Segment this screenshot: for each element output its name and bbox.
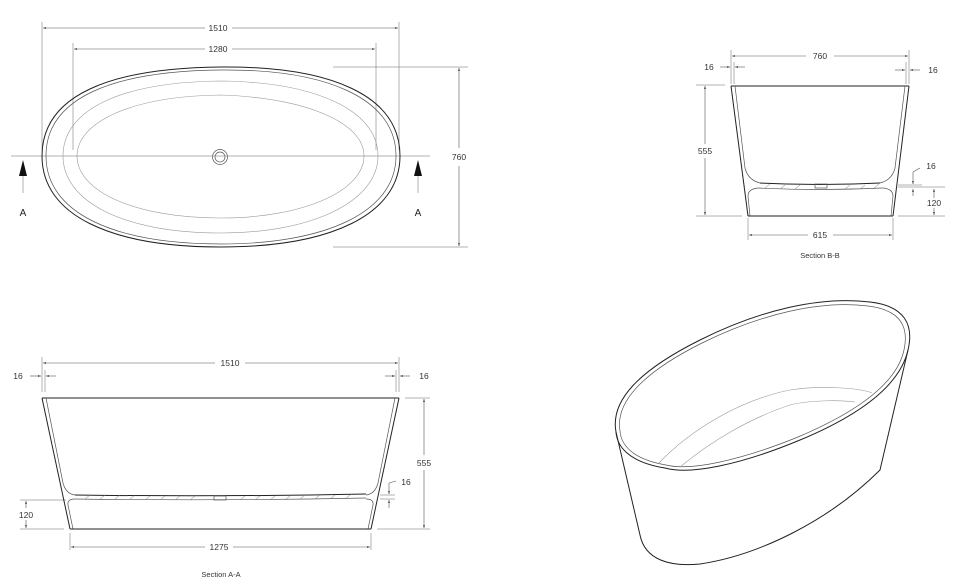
plan-view: 1510 1280 760 A A [11,22,468,248]
drain-outer-icon [212,149,228,165]
section-marker-right: A [414,160,422,219]
section-marker-left: A [19,160,27,219]
bb-base-width-label: 615 [813,230,827,240]
aa-base-height-label: 120 [19,510,33,520]
section-aa-title: Section A-A [201,570,240,579]
bb-height-label: 555 [698,146,712,156]
bb-floor-thickness-label: 16 [926,161,936,171]
bb-base-height-label: 120 [927,198,941,208]
aa-top-length-label: 1510 [221,358,240,368]
bb-top-width-label: 760 [813,51,827,61]
plan-width-label: 760 [452,152,466,162]
aa-height-label: 555 [417,458,431,468]
plan-overall-length-label: 1510 [209,23,228,33]
arrow-up-icon [19,160,27,176]
drain-inner-icon [214,151,226,163]
isometric-view [614,300,911,566]
svg-text:A: A [415,208,422,219]
arrow-up-icon [414,160,422,176]
aa-wall-left-label: 16 [13,371,23,381]
svg-text:A: A [20,208,27,219]
aa-floor-thickness-label: 16 [401,477,411,487]
aa-wall-right-label: 16 [419,371,429,381]
section-aa: 1510 16 16 555 16 120 1275 [13,357,431,579]
aa-base-length-label: 1275 [210,542,229,552]
bb-wall-left-label: 16 [704,62,714,72]
section-bb-title: Section B-B [800,251,840,260]
section-bb: 760 16 16 555 16 120 615 [696,50,945,260]
bb-wall-right-label: 16 [928,65,938,75]
plan-inner-length-label: 1280 [209,44,228,54]
